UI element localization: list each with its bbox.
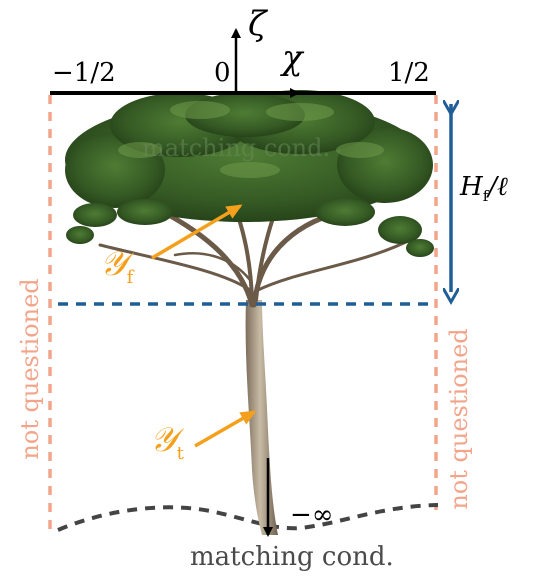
- matching-condition-bottom: matching cond.: [190, 542, 394, 572]
- tree-trunk: [245, 300, 278, 535]
- chi-label: χ: [282, 38, 303, 78]
- height-label: Hf/ℓ: [460, 172, 508, 205]
- bottom-wavy-boundary: [57, 503, 439, 532]
- height-symbol: H: [460, 172, 483, 202]
- not-questioned-left: not questioned: [16, 278, 44, 460]
- trunk-label: 𝒴t: [150, 420, 184, 464]
- crown-subscript: f: [126, 266, 134, 288]
- matching-condition-top: matching cond.: [142, 134, 331, 162]
- height-subscript: f: [482, 187, 489, 206]
- minus-infinity-label: −∞: [290, 500, 334, 530]
- height-ratio-tail: /ℓ: [488, 172, 508, 202]
- tick-zero: 0: [214, 58, 231, 88]
- tick-right: 1/2: [388, 58, 430, 88]
- zeta-label: ζ: [248, 4, 267, 44]
- trunk-pointer-arrow: [194, 410, 257, 448]
- crown-label: 𝒴f: [100, 244, 133, 288]
- tick-left: −1/2: [52, 58, 116, 88]
- trunk-symbol: 𝒴: [150, 420, 177, 460]
- crown-highlights: [118, 101, 384, 178]
- crown-pointer-arrow: [151, 204, 243, 260]
- not-questioned-right: not questioned: [445, 328, 473, 510]
- crown-symbol: 𝒴: [100, 244, 127, 284]
- trunk-subscript: t: [176, 442, 184, 464]
